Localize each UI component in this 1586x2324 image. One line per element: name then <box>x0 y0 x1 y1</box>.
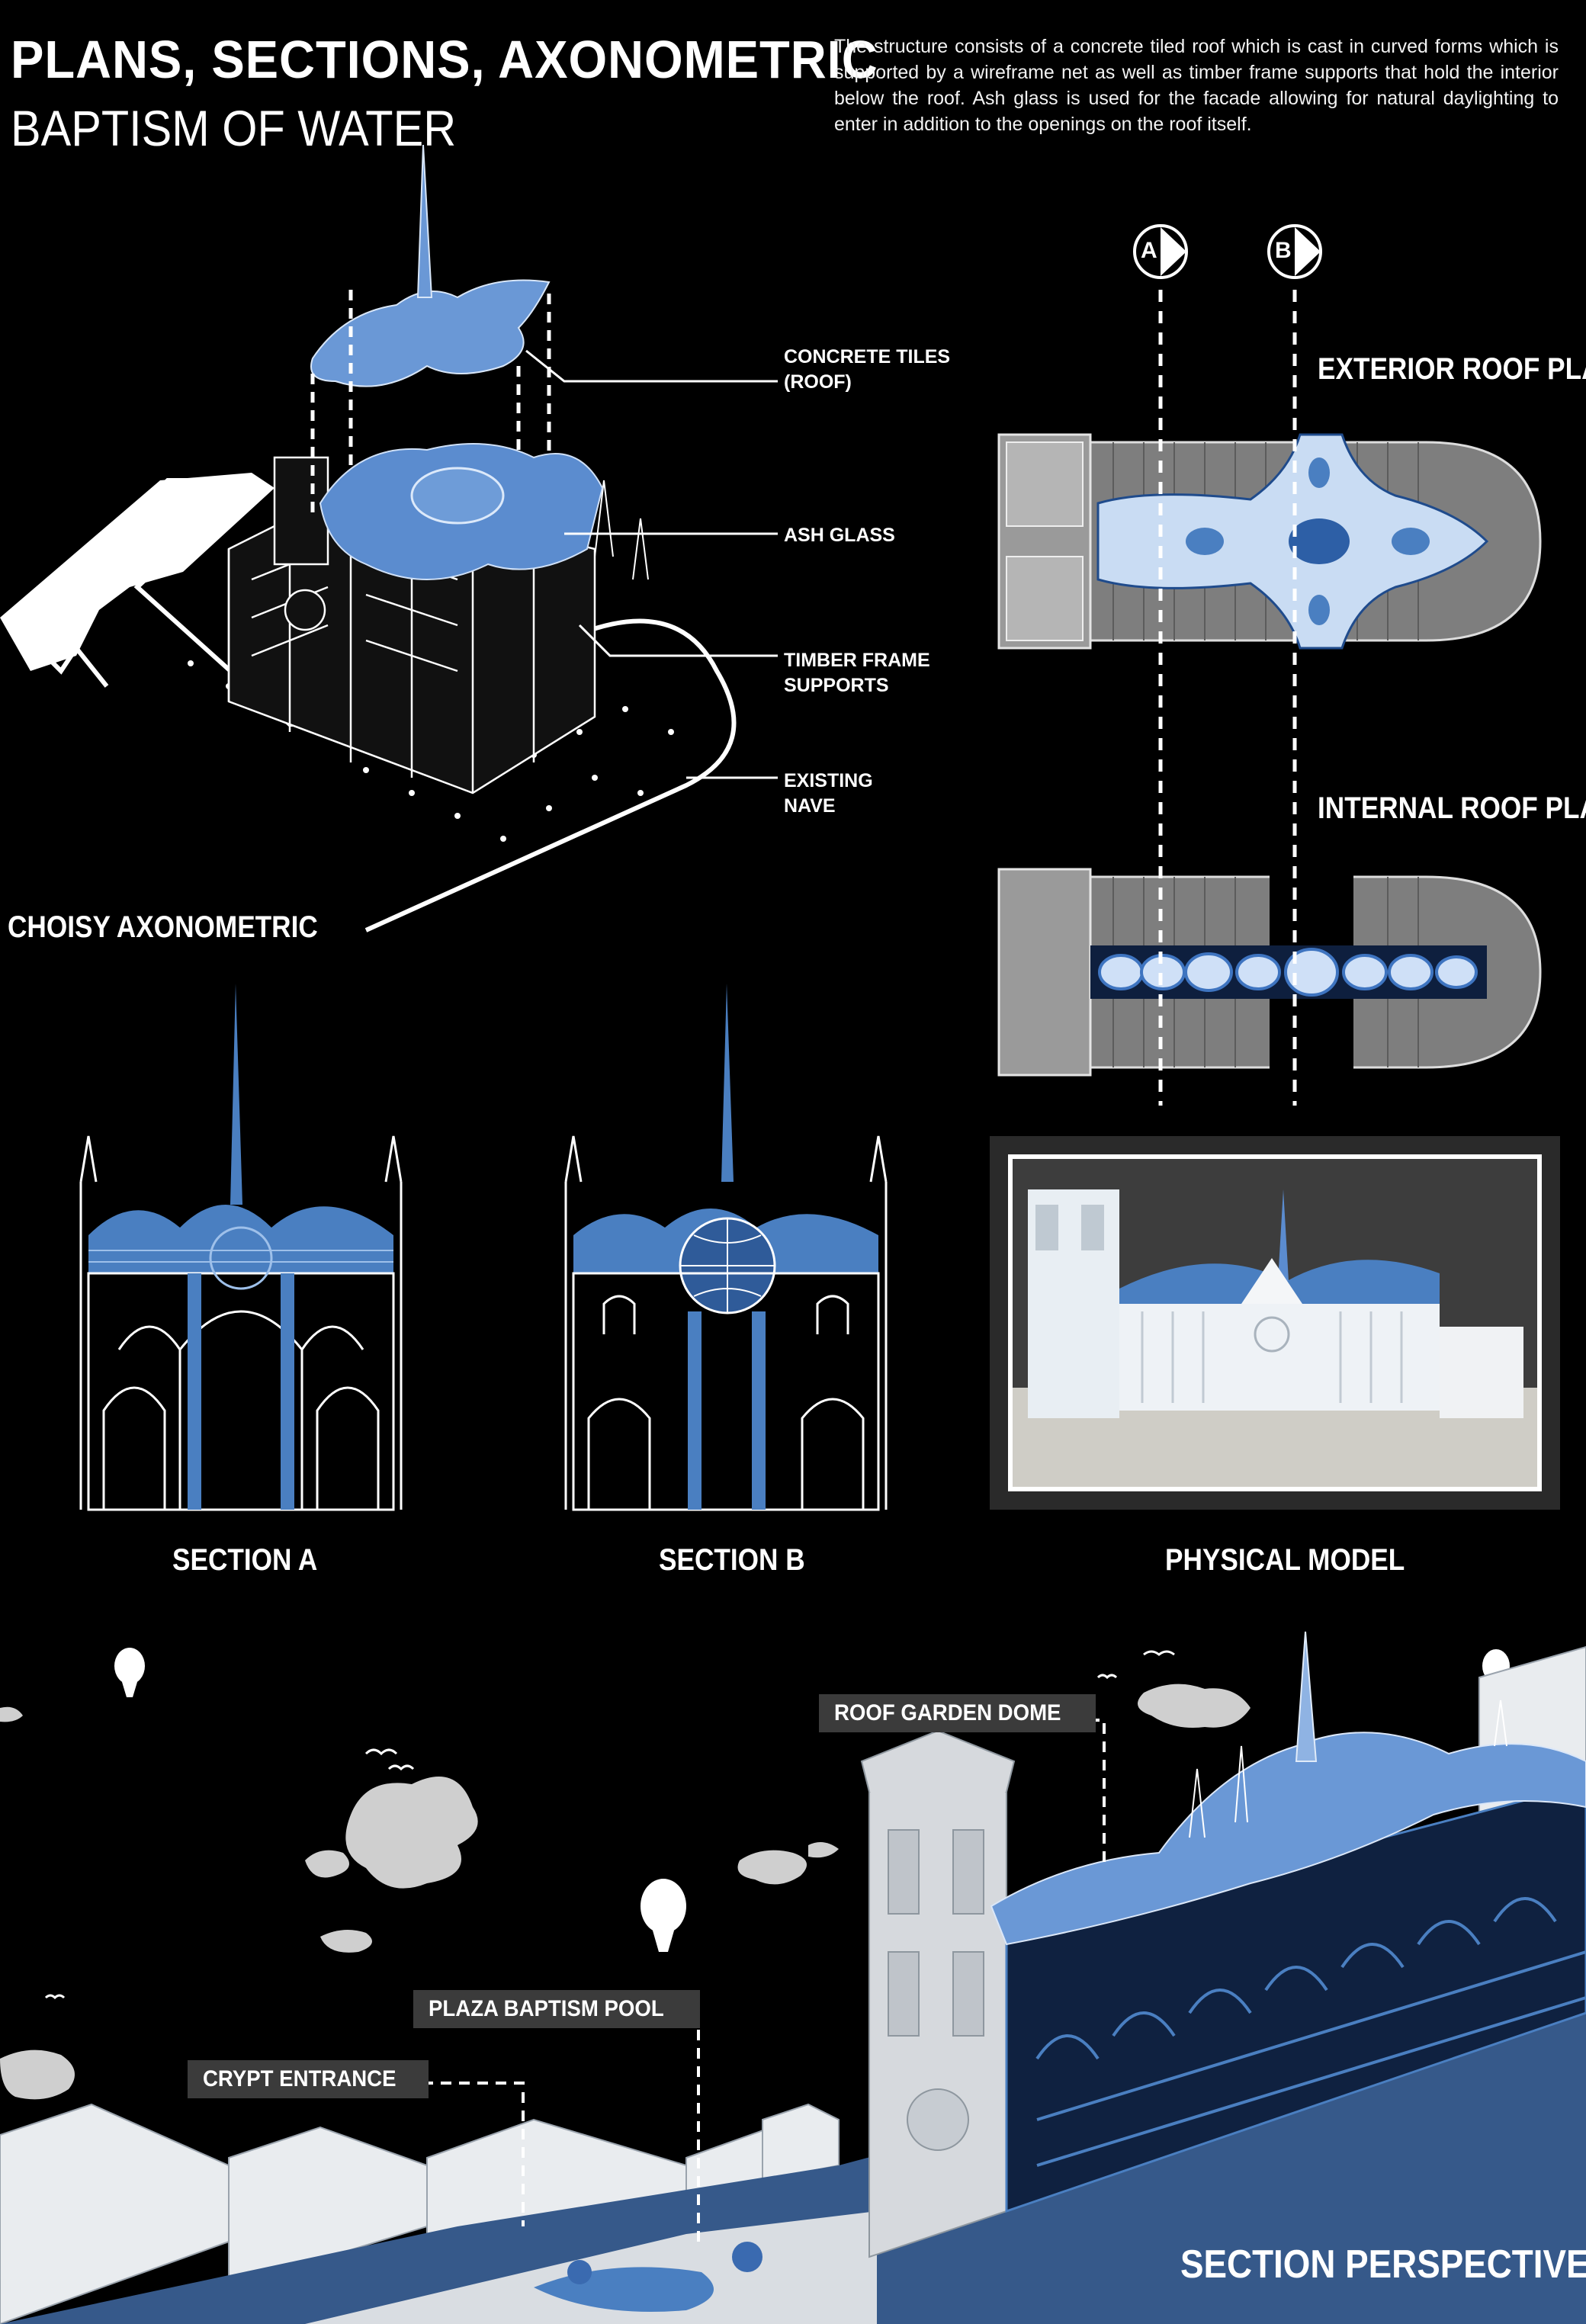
internal-roof-plan <box>997 865 1542 1079</box>
section-cut-lines <box>1158 290 1297 1106</box>
footprint-fill <box>0 473 274 671</box>
section-marker-b: B <box>1266 223 1324 281</box>
tag-leaders <box>404 1719 1106 2242</box>
physical-model-image <box>1008 1154 1542 1491</box>
project-description: The structure consists of a concrete til… <box>834 36 1559 135</box>
page-title: PLANS, SECTIONS, AXONOMETRIC <box>11 30 878 89</box>
section-a-drawing <box>79 984 403 1511</box>
section-perspective-drawing <box>0 1631 1586 2324</box>
section-marker-a-icon <box>1133 224 1188 279</box>
concrete-tile-roof <box>310 279 551 387</box>
birds <box>44 1650 1175 2000</box>
glass-oculus <box>410 467 505 525</box>
callout-concrete-tiles: CONCRETE TILES (ROOF) <box>784 346 951 393</box>
callout-leaders <box>525 349 778 779</box>
section-b-label: SECTION B <box>659 1543 805 1577</box>
physical-model-photo <box>990 1136 1560 1510</box>
exterior-roof-plan-label: EXTERIOR ROOF PLAN <box>1318 352 1586 386</box>
section-perspective-label: SECTION PERSPECTIVE <box>1180 2242 1586 2287</box>
physical-model-label: PHYSICAL MODEL <box>1165 1543 1405 1577</box>
callout-timber-frame: TIMBER FRAME SUPPORTS <box>784 650 930 696</box>
model-illustration <box>1013 1159 1537 1487</box>
flowing-roof <box>990 1732 1586 1946</box>
axonometric-drawing <box>0 144 778 932</box>
tag-crypt-entrance: CRYPT ENTRANCE <box>188 2060 429 2098</box>
section-a-label: SECTION A <box>172 1543 318 1577</box>
cloud-shapes <box>0 1684 1250 2100</box>
cathedral-tower <box>860 1729 1016 2258</box>
perspective-spire <box>1295 1631 1318 1762</box>
section-b-drawing <box>564 984 888 1511</box>
callout-ash-glass: ASH GLASS <box>784 525 895 546</box>
internal-roof-plan-label: INTERNAL ROOF PLAN <box>1318 791 1586 825</box>
exterior-roof-plan <box>997 433 1542 650</box>
plaza-ground <box>0 1921 1586 2324</box>
section-marker-a: A <box>1132 223 1190 281</box>
section-marker-b-icon <box>1267 224 1322 279</box>
axonometric-label: CHOISY AXONOMETRIC <box>8 910 318 944</box>
nave-arches <box>1035 1897 1586 2167</box>
explode-lines <box>310 290 551 518</box>
nave-body <box>1005 1783 1586 2213</box>
roof-spire <box>416 144 433 298</box>
page-subtitle: BAPTISM OF WATER <box>11 100 457 156</box>
callout-existing-nave: EXISTING NAVE <box>784 770 873 817</box>
tag-roof-garden-dome: ROOF GARDEN DOME <box>819 1694 1096 1732</box>
tag-plaza-baptism-pool: PLAZA BAPTISM POOL <box>413 1990 700 2028</box>
